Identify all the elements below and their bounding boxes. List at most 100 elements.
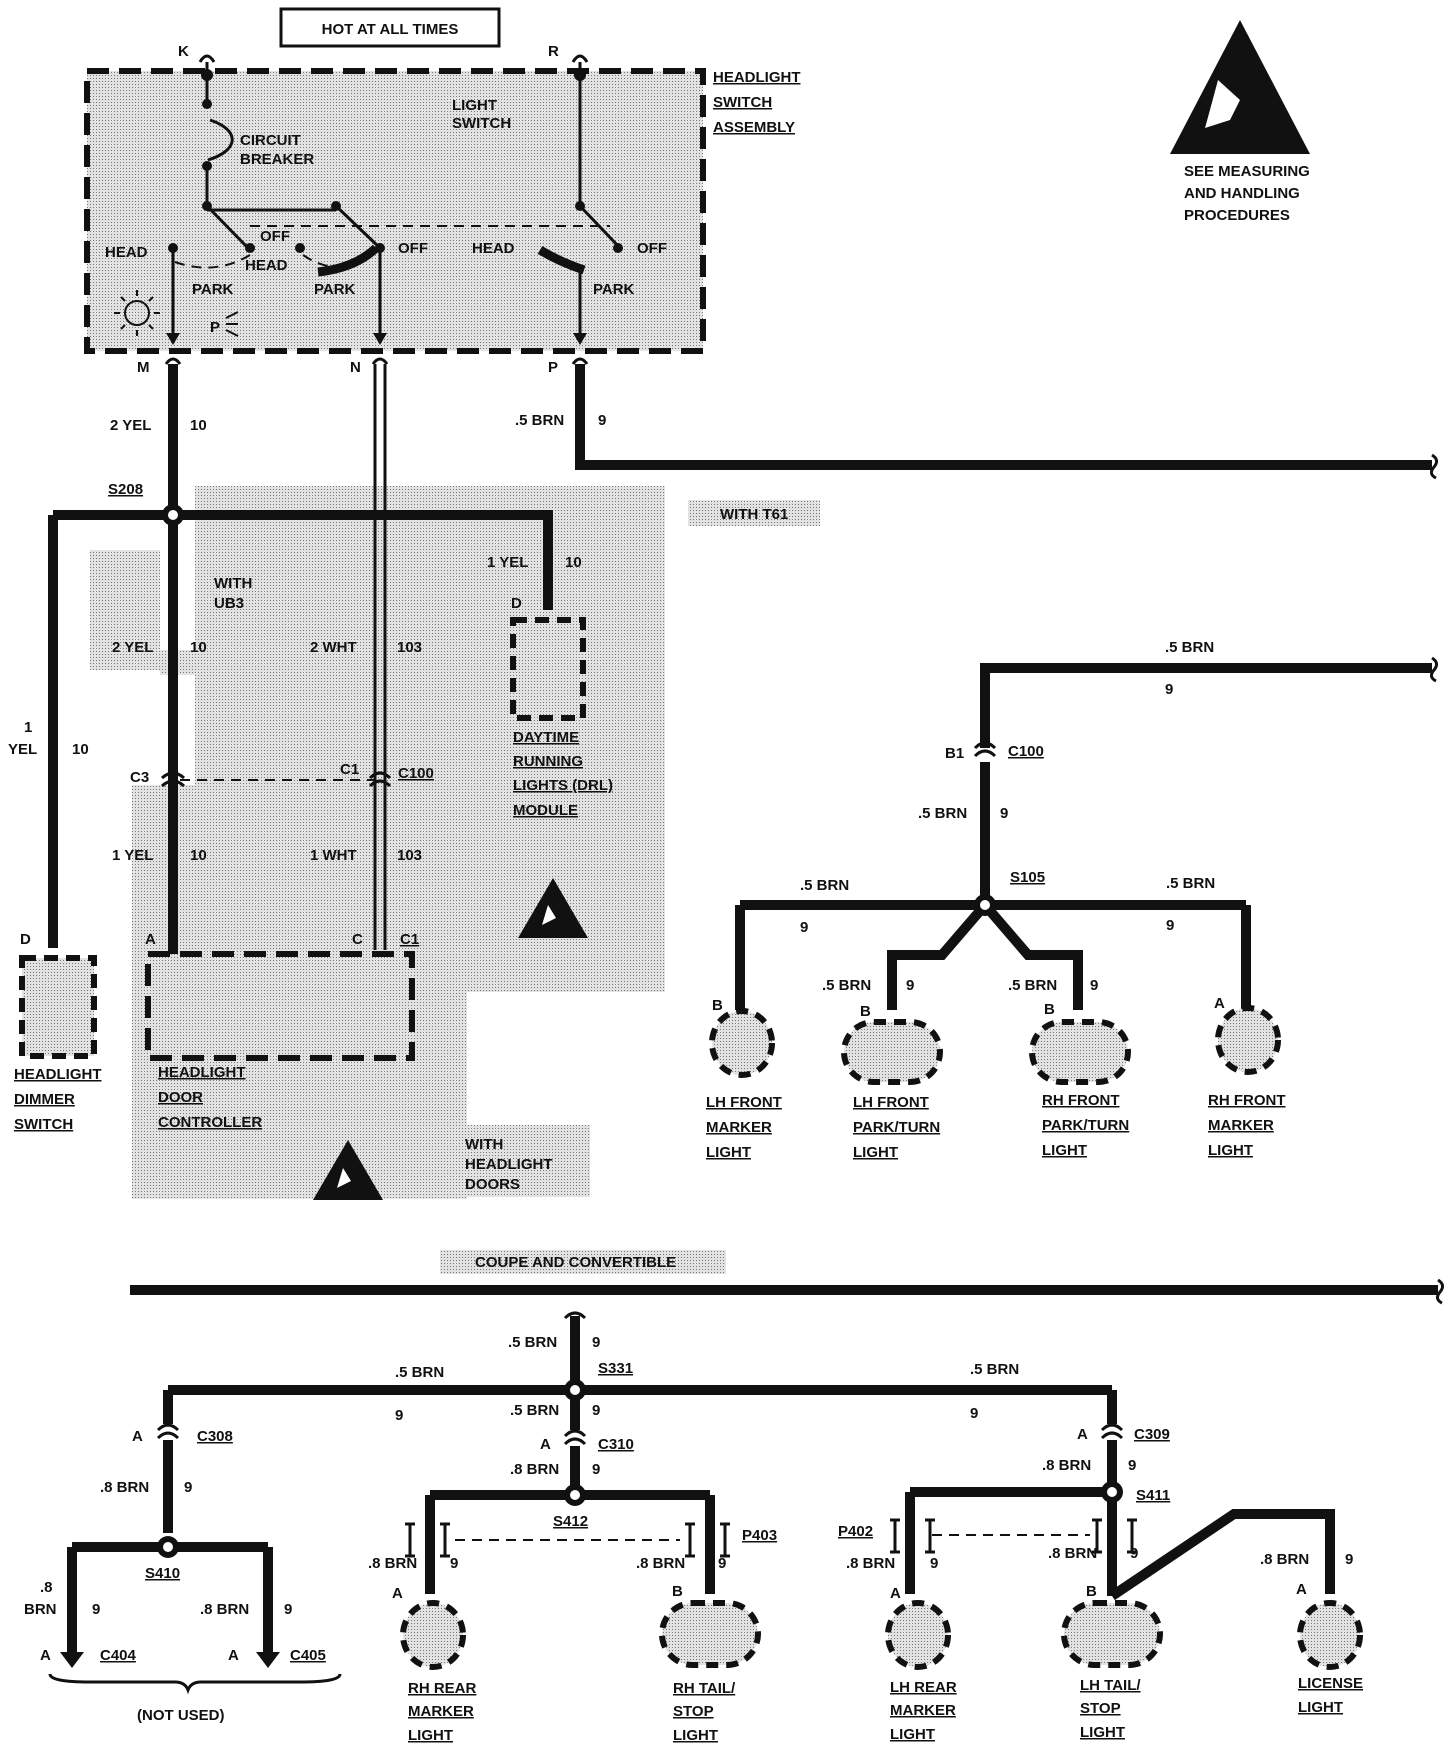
b1-label: B1 — [945, 745, 964, 762]
lhfp-terminal-label: B — [860, 1003, 871, 1020]
lhts-terminal-label: B — [1086, 1583, 1097, 1600]
front-circuit-9-l: 9 — [800, 919, 808, 936]
rhfm-label: RH FRONT — [1208, 1092, 1286, 1109]
rhts-label-2: STOP — [673, 1703, 714, 1720]
with-ub3-label: WITH — [214, 575, 252, 592]
switch-pos-off-2: OFF — [398, 240, 428, 257]
rhts-label: RH TAIL/ — [673, 1680, 736, 1697]
lhfm-label-2: MARKER — [706, 1119, 772, 1136]
esd-warning-icon-mid — [518, 878, 588, 938]
s411-label: S411 — [1136, 1487, 1170, 1504]
c405-label: C405 — [290, 1647, 326, 1664]
rh-front-park-turn-light — [1029, 1019, 1131, 1085]
front-lighting-wiring — [735, 656, 1439, 1010]
esd-note-line-1: SEE MEASURING — [1184, 163, 1310, 180]
drl-module-label-4: MODULE — [513, 802, 578, 819]
hdc-terminal-a-label: A — [145, 931, 156, 948]
rhfp-label: RH FRONT — [1042, 1092, 1120, 1109]
drl-module-label-2: RUNNING — [513, 753, 583, 770]
circuit-10-drl-label: 10 — [565, 554, 582, 571]
circuit-10-e-label: 10 — [190, 847, 207, 864]
terminal-r-label: R — [548, 43, 559, 60]
rhts-terminal-label: B — [672, 1583, 683, 1600]
license-light — [1297, 1600, 1363, 1670]
headlamp-icon — [114, 290, 160, 336]
circuit-10-c-label: 10 — [190, 639, 207, 656]
wire-2yel-b-label: 2 YEL — [112, 639, 153, 656]
rear-wire-8brn-d: .8 BRN — [846, 1555, 895, 1572]
rear-circuit-9-b: 9 — [718, 1555, 726, 1572]
front-circuit-9-ml: 9 — [906, 977, 914, 994]
terminal-r — [571, 54, 589, 63]
lh-rear-marker-light — [885, 1600, 951, 1670]
lh-front-park-turn-light — [841, 1019, 943, 1085]
wire-5brn-label: .5 BRN — [515, 412, 564, 429]
rear-circuit-9-f: 9 — [1345, 1551, 1353, 1568]
p403-label: P403 — [742, 1527, 777, 1544]
rear-wire-8brn-c: .8 BRN — [510, 1461, 559, 1478]
headlight-switch-assembly-label-2: SWITCH — [713, 94, 772, 111]
dimmer-switch-label-2: DIMMER — [14, 1091, 75, 1108]
rear-circuit-9-r: 9 — [970, 1405, 978, 1422]
with-t61-label: WITH T61 — [720, 506, 788, 523]
s208-label: S208 — [108, 481, 143, 498]
switch-pos-head-3: HEAD — [472, 240, 515, 257]
rear-circuit-9-g: 9 — [92, 1601, 100, 1618]
front-wire-5brn-v: .5 BRN — [918, 805, 967, 822]
lhfp-label: LH FRONT — [853, 1094, 929, 1111]
dimmer-switch-label: HEADLIGHT — [14, 1066, 102, 1083]
circuit-103-label: 103 — [397, 639, 422, 656]
drl-module-label-3: LIGHTS (DRL) — [513, 777, 613, 794]
c404-label: C404 — [100, 1647, 137, 1664]
lhrm-label-2: MARKER — [890, 1702, 956, 1719]
hdc-label: HEADLIGHT — [158, 1064, 246, 1081]
terminal-k-label: K — [178, 43, 189, 60]
p402-label: P402 — [838, 1523, 873, 1540]
terminal-m — [164, 357, 182, 365]
wire-1-yel-dimmer-label: 1 — [24, 719, 32, 736]
drl-module-box — [510, 617, 586, 721]
front-circuit-9-mr: 9 — [1090, 977, 1098, 994]
drl-terminal-d-label: D — [511, 595, 522, 612]
rhrm-label-2: MARKER — [408, 1703, 474, 1720]
front-circuit-9-v: 9 — [1000, 805, 1008, 822]
lhfp-label-3: LIGHT — [853, 1144, 898, 1161]
not-used-label: (NOT USED) — [137, 1707, 225, 1724]
terminal-k — [198, 54, 216, 63]
front-wire-5brn-mr: .5 BRN — [1008, 977, 1057, 994]
lhts-label-2: STOP — [1080, 1700, 1121, 1717]
c404-terminal-label: A — [40, 1647, 51, 1664]
rear-wire-8brn-l: .8 BRN — [100, 1479, 149, 1496]
rhfm-label-3: LIGHT — [1208, 1142, 1253, 1159]
hot-at-all-times-label: HOT AT ALL TIMES — [322, 21, 459, 38]
rear-lighting-wiring — [48, 1278, 1445, 1695]
c309-terminal-label: A — [1077, 1426, 1088, 1443]
lhfm-label: LH FRONT — [706, 1094, 782, 1111]
dimmer-switch-box — [19, 955, 97, 1059]
lhfm-label-3: LIGHT — [706, 1144, 751, 1161]
c310-label: C310 — [598, 1436, 634, 1453]
headlight-switch-assembly-label: HEADLIGHT — [713, 69, 801, 86]
front-wire-5brn-ml: .5 BRN — [822, 977, 871, 994]
c100-label: C100 — [398, 765, 434, 782]
esd-note-line-2: AND HANDLING — [1184, 185, 1300, 202]
rear-circuit-9-l2: 9 — [184, 1479, 192, 1496]
rhrm-label-3: LIGHT — [408, 1727, 453, 1744]
terminal-n-label: N — [350, 359, 361, 376]
front-wire-5brn-top: .5 BRN — [1165, 639, 1214, 656]
rear-circuit-9-l: 9 — [395, 1407, 403, 1424]
rear-circuit-9-top: 9 — [592, 1334, 600, 1351]
esd-warning-icon-low — [313, 1140, 383, 1200]
drl-module-label: DAYTIME — [513, 729, 579, 746]
lh-front-marker-light — [709, 1008, 775, 1078]
hdc-terminal-c-label: C — [352, 931, 363, 948]
hdc-label-3: CONTROLLER — [158, 1114, 262, 1131]
rear-wire-5brn-r: .5 BRN — [970, 1361, 1019, 1378]
with-headlight-doors-label-2: HEADLIGHT — [465, 1156, 553, 1173]
s410-label: S410 — [145, 1565, 180, 1582]
license-label-2: LIGHT — [1298, 1699, 1343, 1716]
wire-1yel-drl-label: 1 YEL — [487, 554, 528, 571]
hdc-label-2: DOOR — [158, 1089, 203, 1106]
terminal-p — [571, 357, 589, 365]
with-headlight-doors-label-3: DOORS — [465, 1176, 520, 1193]
